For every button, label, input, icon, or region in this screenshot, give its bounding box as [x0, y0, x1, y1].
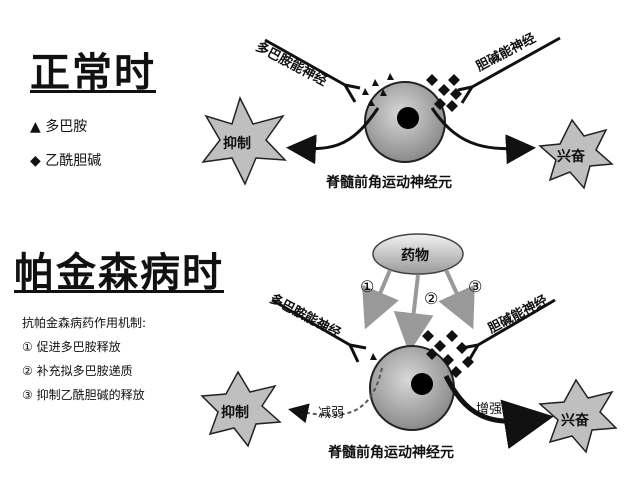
bottom-weaken-arrow — [288, 367, 383, 424]
mechanism-title: 抗帕金森病药作用机制: — [22, 316, 147, 330]
top-excite-star — [538, 118, 614, 190]
normal-title: 正常时 — [30, 50, 156, 96]
drug-arrow-3 — [438, 269, 475, 330]
bottom-inhibit-star — [200, 370, 282, 448]
bottom-dopamine-nerve — [271, 298, 367, 363]
arrow-label-2: ② — [424, 289, 438, 308]
top-neuron-caption: 脊髓前角运动神经元 — [326, 175, 452, 191]
top-right-star-label: 兴奋 — [557, 149, 585, 165]
top-dopamine-nerve — [264, 38, 361, 103]
bottom-dopamine-molecule — [370, 353, 377, 360]
arrow-label-1: ① — [360, 277, 374, 296]
mechanism-1: ① 促进多巴胺释放 — [22, 340, 121, 354]
bottom-neuron-caption: 脊髓前角运动神经元 — [328, 445, 454, 461]
bottom-neuron — [369, 345, 455, 431]
legend-acetylcholine: ◆ 乙酰胆碱 — [30, 153, 102, 169]
top-left-star-label: 抑制 — [223, 136, 251, 152]
parkinson-title: 帕金森病时 — [14, 250, 224, 296]
mechanism-2: ② 补充拟多巴胺递质 — [22, 364, 133, 378]
bottom-right-star-label: 兴奋 — [561, 413, 589, 429]
bottom-strengthen-arrow — [443, 374, 554, 449]
drug-arrow-2 — [393, 274, 434, 353]
bottom-left-star-label: 抑制 — [221, 405, 249, 421]
drug-ellipse — [372, 233, 464, 275]
drug-arrow-1 — [362, 269, 399, 330]
mechanism-3: ③ 抑制乙酰胆碱的释放 — [22, 388, 145, 402]
top-inhibit-star — [201, 95, 287, 186]
top-inhibit-arrow — [286, 107, 380, 165]
top-ach-molecules — [426, 74, 462, 112]
arrow-label-3: ③ — [468, 277, 482, 296]
legend-dopamine: ▲ 多巴胺 — [30, 119, 88, 135]
bottom-excite-star — [538, 378, 618, 454]
drug-label: 药物 — [401, 248, 429, 264]
top-neuron — [364, 81, 446, 163]
weaken-label: 减弱 — [318, 406, 345, 421]
top-excite-arrow — [430, 107, 536, 165]
bottom-ach-molecules — [422, 330, 474, 378]
strengthen-label: 增强 — [476, 402, 503, 417]
top-dopamine-molecules — [362, 73, 394, 106]
top-cholinergic-nerve — [457, 36, 561, 104]
